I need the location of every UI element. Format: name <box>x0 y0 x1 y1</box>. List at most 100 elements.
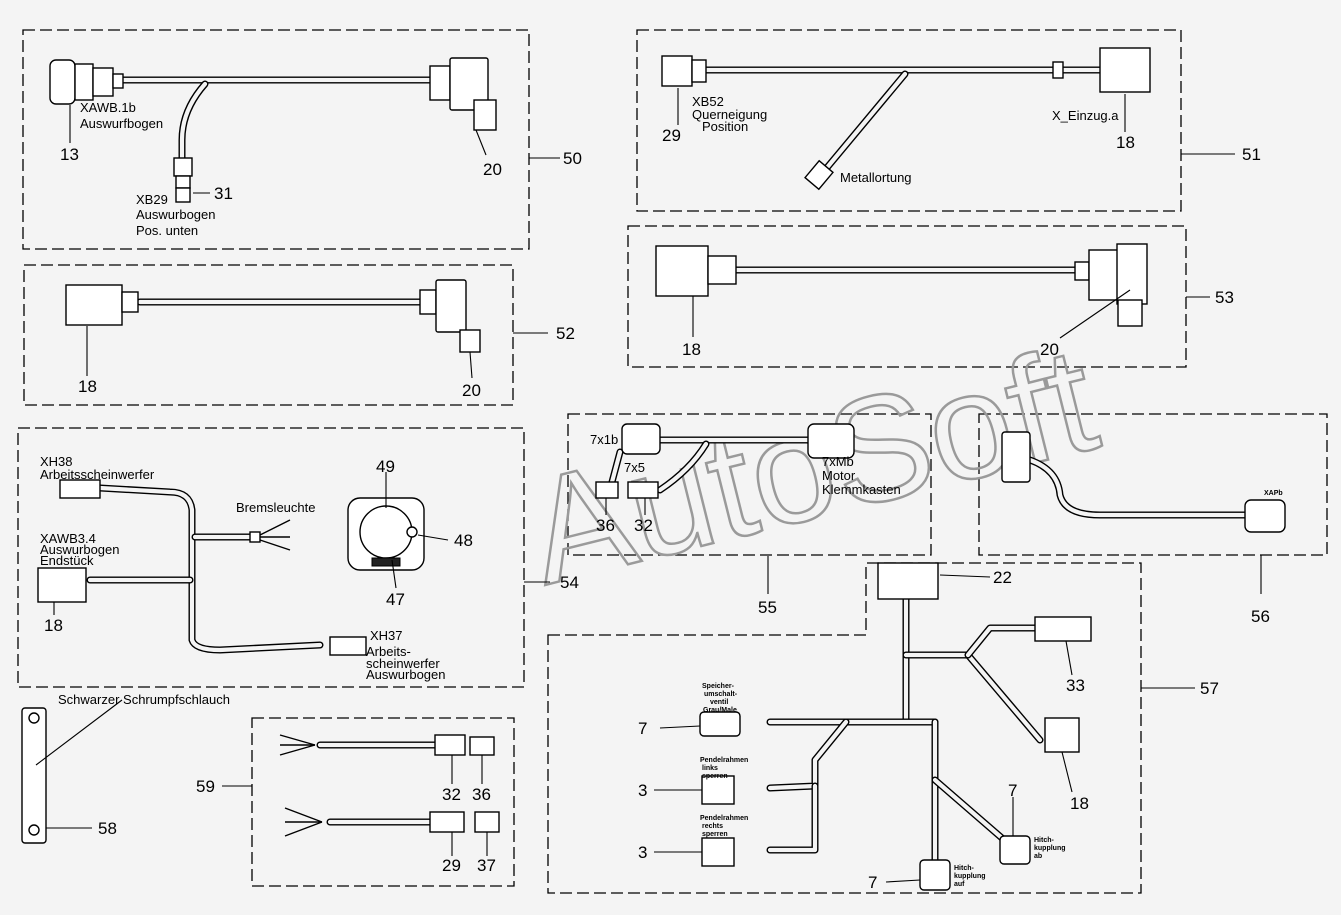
label-xh38: XH38 <box>40 454 73 469</box>
frame-54 <box>17 427 525 688</box>
label-hitch-auf-3: auf <box>954 881 965 888</box>
label-position: Position <box>702 119 748 134</box>
shrink-tube-58 <box>21 699 123 844</box>
harness-53 <box>655 243 1210 339</box>
label-arbeits: Arbeits- <box>366 644 411 659</box>
callout-7-b: 7 <box>868 873 877 892</box>
harness-51 <box>661 47 1235 191</box>
connector-36-a <box>595 481 619 499</box>
label-querneigung: Querneigung <box>692 107 767 122</box>
callout-22: 22 <box>993 568 1012 587</box>
callout-36-a: 36 <box>596 516 615 535</box>
callout-59: 59 <box>196 777 215 796</box>
label-arbeitsscheinwerfer: Arbeitsscheinwerfer <box>40 467 155 482</box>
label-xawb34: XAWB3.4 <box>40 531 96 546</box>
label-pendel-r-3: sperren <box>702 831 728 838</box>
label-endstueck: Endstück <box>40 553 94 568</box>
connector-36-b <box>469 736 495 756</box>
callout-56: 56 <box>1251 607 1270 626</box>
callout-58: 58 <box>98 819 117 838</box>
callout-18-c: 18 <box>682 340 701 359</box>
callout-31: 31 <box>214 184 233 203</box>
frame-51 <box>636 29 1182 212</box>
frame-52 <box>23 264 514 406</box>
group-frames <box>17 29 1328 894</box>
label-bremsleuchte: Bremsleuchte <box>236 500 315 515</box>
callout-numbers: 13 20 50 31 29 18 51 18 20 52 18 20 53 4… <box>44 126 1270 892</box>
frame-57 <box>547 562 1142 894</box>
connector-18-b <box>65 284 123 326</box>
label-7xmb: 7xMb <box>822 454 854 469</box>
callout-37: 37 <box>477 856 496 875</box>
label-auswurbogen-2: Auswurbogen <box>40 542 120 557</box>
label-speicher-2: umschalt- <box>704 691 738 698</box>
connector-7-a <box>699 711 741 737</box>
connector-37 <box>474 811 500 833</box>
callout-13: 13 <box>60 145 79 164</box>
angle-connector-xapb-body <box>1001 431 1031 483</box>
harness-56 <box>1001 431 1286 594</box>
label-metallortung: Metallortung <box>840 170 912 185</box>
connector-18-c <box>655 245 709 297</box>
callout-20-c: 20 <box>1040 340 1059 359</box>
connector-3-b <box>701 837 735 867</box>
round-connector-7xmb <box>807 423 855 459</box>
label-klemmkasten: Klemmkasten <box>822 482 901 497</box>
callout-52: 52 <box>556 324 575 343</box>
connector-18-d <box>37 567 87 603</box>
connector-29-b <box>429 811 465 833</box>
harness-54 <box>37 472 550 656</box>
label-auswurbogen-3: Auswurbogen <box>366 667 446 682</box>
frame-59 <box>251 717 515 887</box>
label-xb52: XB52 <box>692 94 724 109</box>
label-x-einzug: X_Einzug.a <box>1052 108 1119 123</box>
connector-7-b <box>919 859 951 891</box>
round-connector-xapb <box>1244 499 1286 533</box>
label-hitch-auf-2: kupplung <box>954 873 986 880</box>
frame-55 <box>567 413 932 556</box>
callout-29-b: 29 <box>442 856 461 875</box>
label-schwarzer-schrumpfschlauch: Schwarzer Schrumpfschlauch <box>58 692 230 707</box>
callout-18-a: 18 <box>1116 133 1135 152</box>
callout-18-d: 18 <box>44 616 63 635</box>
callout-33: 33 <box>1066 676 1085 695</box>
label-speicher-4: Grau/Male <box>703 707 737 714</box>
callout-49: 49 <box>376 457 395 476</box>
callout-3-a: 3 <box>638 781 647 800</box>
connector-18-e <box>1044 717 1080 753</box>
label-xawb1b: XAWB.1b <box>80 100 136 115</box>
callout-18-b: 18 <box>78 377 97 396</box>
connector-3-a <box>701 775 735 805</box>
callout-47: 47 <box>386 590 405 609</box>
harness-50 <box>49 57 560 203</box>
callout-54: 54 <box>560 573 579 592</box>
callout-32-a: 32 <box>634 516 653 535</box>
label-auswurfbogen: Auswurfbogen <box>80 116 163 131</box>
callout-7-a: 7 <box>638 719 647 738</box>
harness-59 <box>222 734 500 856</box>
connector-29-a <box>661 55 693 87</box>
label-motor: Motor <box>822 468 856 483</box>
callout-18-e: 18 <box>1070 794 1089 813</box>
callout-3-b: 3 <box>638 843 647 862</box>
harness-55 <box>595 423 855 594</box>
label-hitch-auf-1: Hitch- <box>954 865 975 872</box>
label-hitch-ab-1: Hitch- <box>1034 837 1055 844</box>
label-7x5: 7x5 <box>624 460 645 475</box>
callout-32-b: 32 <box>442 785 461 804</box>
callout-20-b: 20 <box>462 381 481 400</box>
callout-29-a: 29 <box>662 126 681 145</box>
frame-53 <box>627 225 1187 368</box>
label-speicher-3: ventil <box>710 699 728 706</box>
connector-22 <box>877 562 939 600</box>
harness-52 <box>65 279 548 379</box>
label-xh37: XH37 <box>370 628 403 643</box>
label-pendel-l-1: Pendelrahmen <box>700 757 748 764</box>
connector-18-a <box>1099 47 1151 93</box>
callout-57: 57 <box>1200 679 1219 698</box>
label-7x1b: 7x1b <box>590 432 618 447</box>
callout-48: 48 <box>454 531 473 550</box>
label-pendel-l-3: sperren <box>702 773 728 780</box>
text-labels: XAWB.1b Auswurfbogen XB29 Auswurbogen Po… <box>40 94 1283 888</box>
